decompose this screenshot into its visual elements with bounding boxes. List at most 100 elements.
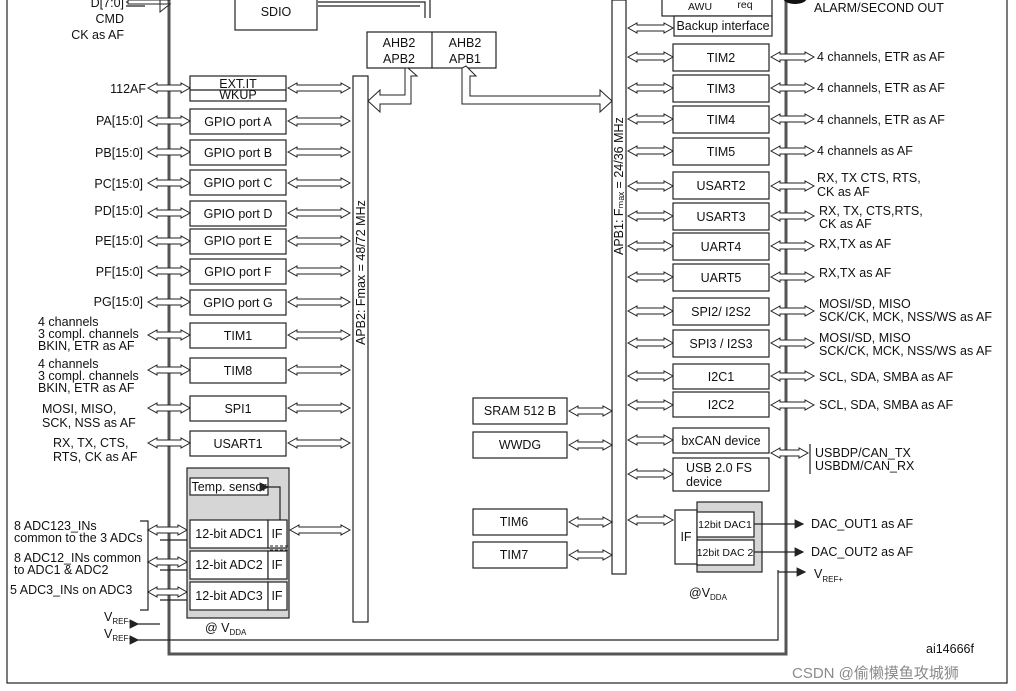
uart4-block	[672, 232, 770, 261]
pin-arrow-6	[146, 265, 192, 277]
ahb-bridges: AHB2 APB2 AHB2 APB1	[366, 31, 613, 114]
bus1-arrow-11	[626, 399, 675, 411]
adc-input-1: 8 ADC123_INs	[14, 519, 97, 533]
wwdg-arrow	[567, 439, 614, 451]
spi2-label: SPI2/ I2S2	[691, 305, 751, 319]
sdio-pin-d: D[7:0]	[91, 0, 124, 10]
tim3-block	[672, 74, 770, 103]
spi1-pins-2: SCK, NSS as AF	[42, 416, 136, 430]
bus1-arrow-5	[626, 210, 675, 222]
tim1-block	[189, 322, 287, 349]
bus1-arrow-6	[626, 240, 675, 252]
usb-block	[672, 457, 770, 492]
tim1-pins-3: BKIN, ETR as AF	[38, 339, 135, 353]
backup-interface-block	[673, 15, 773, 37]
exti-label-2: WKUP	[219, 88, 257, 102]
usb-label-2: device	[686, 475, 722, 489]
bus1-arrow-4	[626, 180, 675, 192]
out-arrow-8	[769, 305, 816, 317]
out-arrow-11	[769, 399, 816, 411]
pin-arrow-7	[146, 296, 192, 308]
uart5-pins: RX,TX as AF	[819, 266, 892, 280]
spi3-pins-2: SCK/CK, MCK, NSS/WS as AF	[819, 344, 992, 358]
bus2-arrow-11	[286, 437, 352, 449]
gpio-d-label: GPIO port D	[204, 207, 273, 221]
wwdg-block	[472, 431, 568, 459]
pin-arrow-11	[146, 437, 192, 449]
sram-block	[472, 397, 568, 425]
pin-arrow-2	[146, 146, 192, 158]
apb1-peripherals: TIM2 TIM3 TIM4 TIM5 USART2 USART3 UART4 …	[672, 43, 770, 492]
sram-arrow	[567, 405, 614, 417]
pin-pe: PE[15:0]	[95, 234, 143, 248]
i2c2-label: I2C2	[708, 398, 734, 412]
gpio-b-label: GPIO port B	[204, 146, 272, 160]
tim3-label: TIM3	[707, 82, 736, 96]
tim4-pins: 4 channels, ETR as AF	[817, 113, 945, 127]
bus1-arrow-12	[626, 434, 675, 446]
usart2-pins-2: CK as AF	[817, 185, 870, 199]
adc1-label: 12-bit ADC1	[195, 527, 262, 541]
spi3-pins-1: MOSI/SD, MISO	[819, 331, 911, 345]
gpio-e-label: GPIO port E	[204, 234, 272, 248]
bus1-arrow-8	[626, 305, 675, 317]
out-arrow-1	[769, 82, 816, 94]
adc2-if: IF	[271, 558, 282, 572]
gpio-g-label: GPIO port G	[203, 296, 272, 310]
i2c1-block	[672, 363, 770, 390]
usart2-block	[672, 171, 770, 200]
left-pin-labels: 112AF PA[15:0] PB[15:0] PC[15:0] PD[15:0…	[38, 82, 146, 464]
tim1-pins-2: 3 compl. channels	[38, 327, 139, 341]
exti-label-1: EXT.IT	[219, 77, 257, 91]
gpio-b-block	[189, 139, 287, 166]
dac-out2-label: DAC_OUT2 as AF	[811, 545, 913, 559]
tim3-pins: 4 channels, ETR as AF	[817, 81, 945, 95]
pin-arrow-5	[146, 235, 192, 247]
tim1-label: TIM1	[224, 329, 253, 343]
pin-arrow-9	[146, 364, 192, 376]
dac1-label: 12bit DAC1	[698, 519, 752, 531]
bus2-arrow-6	[286, 265, 352, 277]
pin-arrow-8	[146, 329, 192, 341]
uart5-block	[672, 263, 770, 292]
pin-arrow-1	[146, 115, 192, 127]
bus2-arrow-8	[286, 329, 352, 341]
middle-blocks: SRAM 512 B WWDG TIM6 TIM7	[472, 397, 568, 569]
spi3-block	[672, 329, 770, 358]
apb1-bus	[611, 0, 627, 575]
bridge-apb2-label: APB2	[383, 52, 415, 66]
tim8-pins-2: 3 compl. channels	[38, 369, 139, 383]
spi1-pins-1: MOSI, MISO,	[42, 402, 116, 416]
spi3-label: SPI3 / I2S3	[689, 337, 752, 351]
sdio-area: D[7:0] CMD CK as AF SDIO req AWU Backup …	[71, 0, 944, 42]
spi2-pins-2: SCK/CK, MCK, NSS/WS as AF	[819, 310, 992, 324]
bus2-arrow-10	[286, 402, 352, 414]
uart5-label: UART5	[701, 271, 742, 285]
awu-block	[661, 0, 773, 17]
bus2-arrow-2	[286, 146, 352, 158]
bus1-arrow-0	[626, 51, 675, 63]
bus2-arrow-4	[286, 207, 352, 219]
backup-interface-label: Backup interface	[676, 19, 769, 33]
chip-outline	[6, 0, 1008, 684]
adc2-block	[189, 550, 269, 580]
bus1-arrow-3	[626, 145, 675, 157]
bus2-arrow-5	[286, 235, 352, 247]
spi2-block	[672, 297, 770, 326]
usart1-pins-1: RX, TX, CTS,	[53, 436, 128, 450]
bus1-arrow-2	[626, 113, 675, 125]
adc3-if: IF	[271, 589, 282, 603]
bridge-apb1-label: APB1	[449, 52, 481, 66]
adc3-block	[189, 581, 269, 611]
pin-pf: PF[15:0]	[96, 265, 143, 279]
adc-input-4: to ADC1 & ADC2	[14, 563, 109, 577]
bus-arrows	[146, 22, 816, 598]
pin-arrow-4	[146, 207, 192, 219]
tim5-label: TIM5	[707, 145, 736, 159]
pin-arrow-0	[146, 82, 192, 94]
adc-input-3: 8 ADC12_INs common	[14, 551, 141, 565]
tim7-block	[472, 541, 568, 569]
tim4-block	[672, 105, 770, 134]
tim2-pins: 4 channels, ETR as AF	[817, 50, 945, 64]
